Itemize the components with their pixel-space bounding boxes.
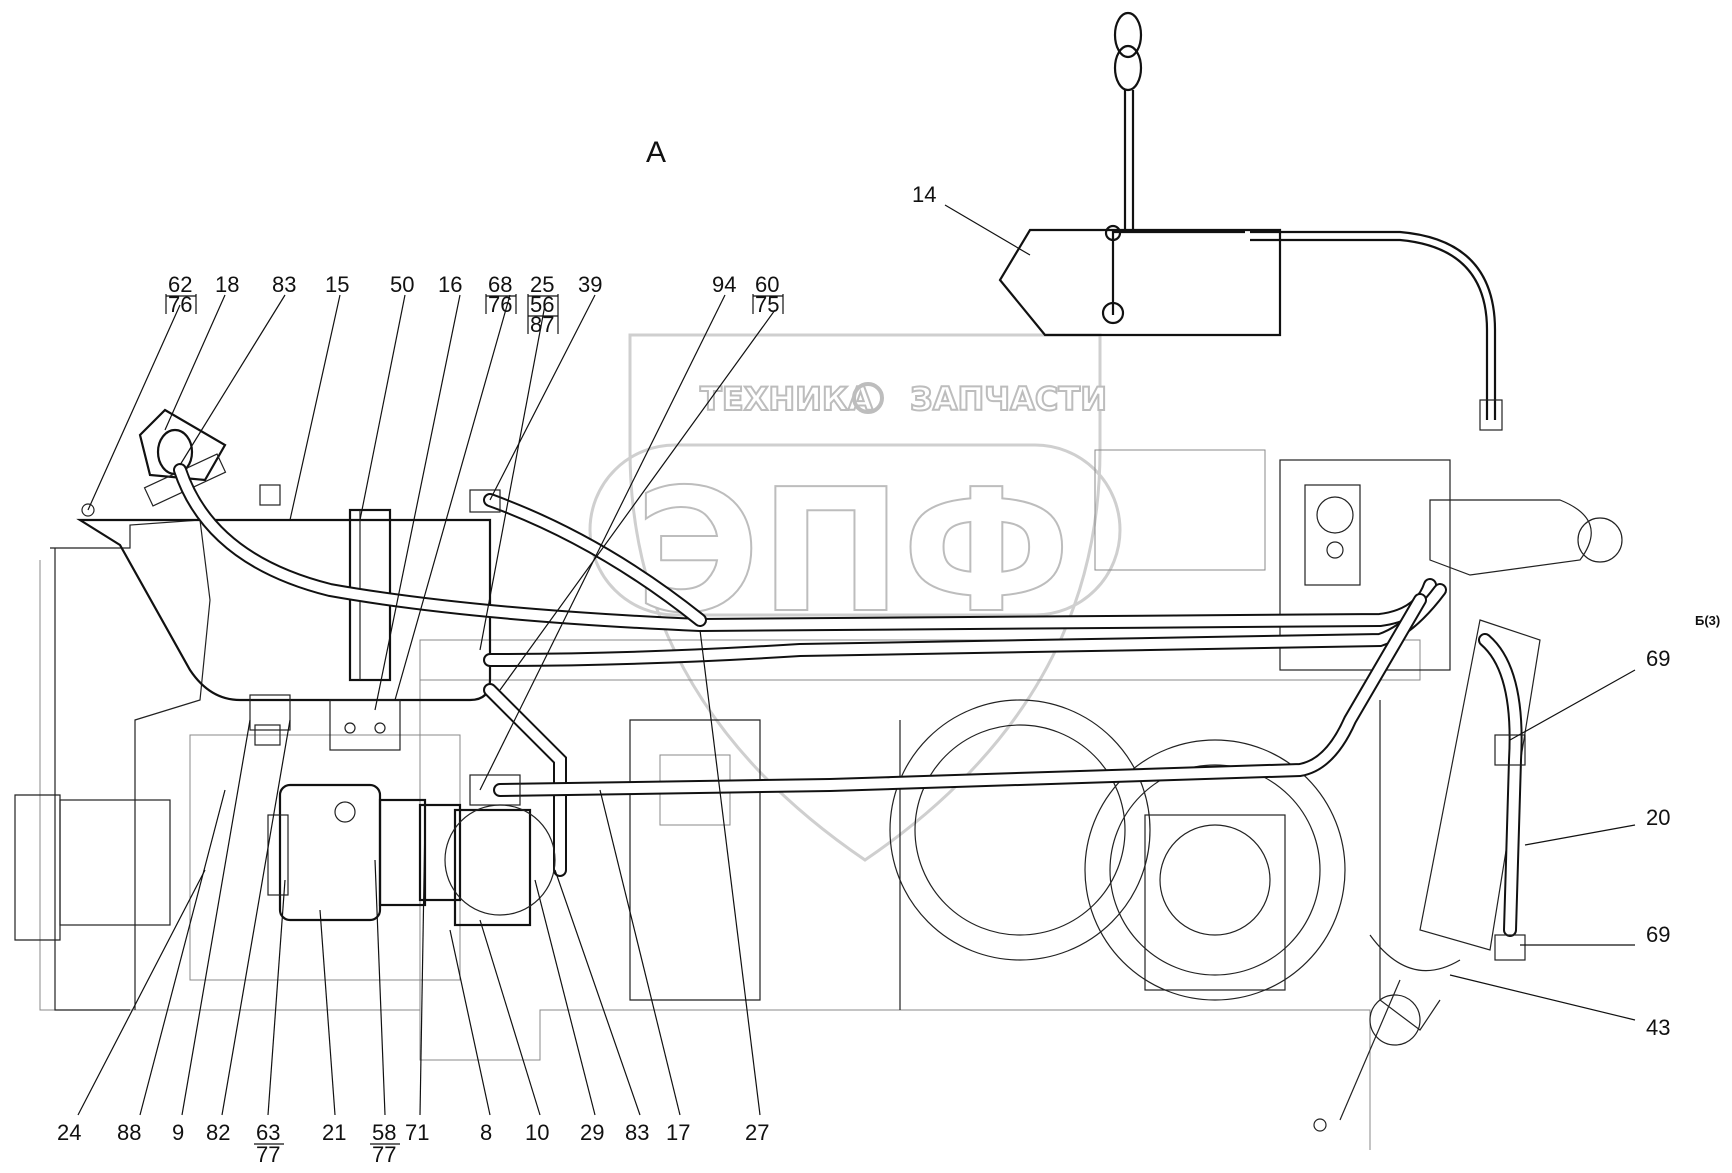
callout-24: 24 xyxy=(57,1120,81,1145)
callout-69b: 69 xyxy=(1646,922,1670,947)
callout-87: 87 xyxy=(530,312,554,337)
callout-16: 16 xyxy=(438,272,462,297)
callout-63: 63 xyxy=(256,1120,280,1145)
callout-56: 56 xyxy=(530,292,554,317)
callout-29: 29 xyxy=(580,1120,604,1145)
callout-60: 60 xyxy=(755,272,779,297)
callout-50: 50 xyxy=(390,272,414,297)
view-label: А xyxy=(646,136,666,169)
callouts-bottom: 24 88 9 82 63 77 21 58 77 71 8 10 29 83 … xyxy=(57,1120,769,1167)
callout-76: 76 xyxy=(168,292,192,317)
callout-71: 71 xyxy=(405,1120,429,1145)
callout-83: 83 xyxy=(272,272,296,297)
callout-77a: 77 xyxy=(256,1142,280,1167)
callouts-right: 69 20 69 43 xyxy=(1646,646,1670,1040)
gear-icon xyxy=(852,382,884,414)
callout-21: 21 xyxy=(322,1120,346,1145)
hoses xyxy=(173,463,1526,961)
callout-27: 27 xyxy=(745,1120,769,1145)
leader-lines xyxy=(77,204,1636,1116)
callout-9: 9 xyxy=(172,1120,184,1145)
callout-18: 18 xyxy=(215,272,239,297)
callout-20: 20 xyxy=(1646,805,1670,830)
callout-76b: 76 xyxy=(488,292,512,317)
callout-82: 82 xyxy=(206,1120,230,1145)
watermark-left-text: ТЕХНИКА xyxy=(700,380,873,418)
callout-14: 14 xyxy=(912,182,936,207)
callout-83b: 83 xyxy=(625,1120,649,1145)
watermark-right-text: ЗАПЧАСТИ xyxy=(910,380,1107,418)
callout-75: 75 xyxy=(755,292,779,317)
callout-17: 17 xyxy=(666,1120,690,1145)
callout-10: 10 xyxy=(525,1120,549,1145)
callout-62: 62 xyxy=(168,272,192,297)
callout-15: 15 xyxy=(325,272,349,297)
hydraulic-pump xyxy=(267,783,556,927)
callout-8: 8 xyxy=(480,1120,492,1145)
callout-77b: 77 xyxy=(372,1142,396,1167)
callout-43: 43 xyxy=(1646,1015,1670,1040)
section-reference: Б(3) xyxy=(1695,613,1720,628)
control-lever xyxy=(998,11,1503,431)
callout-88: 88 xyxy=(117,1120,141,1145)
callout-58: 58 xyxy=(372,1120,396,1145)
callouts-top: 62 76 18 83 15 50 16 68 76 25 56 87 39 9… xyxy=(165,182,936,337)
callout-94: 94 xyxy=(712,272,736,297)
callout-25: 25 xyxy=(530,272,554,297)
callout-68: 68 xyxy=(488,272,512,297)
callout-69a: 69 xyxy=(1646,646,1670,671)
callout-39: 39 xyxy=(578,272,602,297)
